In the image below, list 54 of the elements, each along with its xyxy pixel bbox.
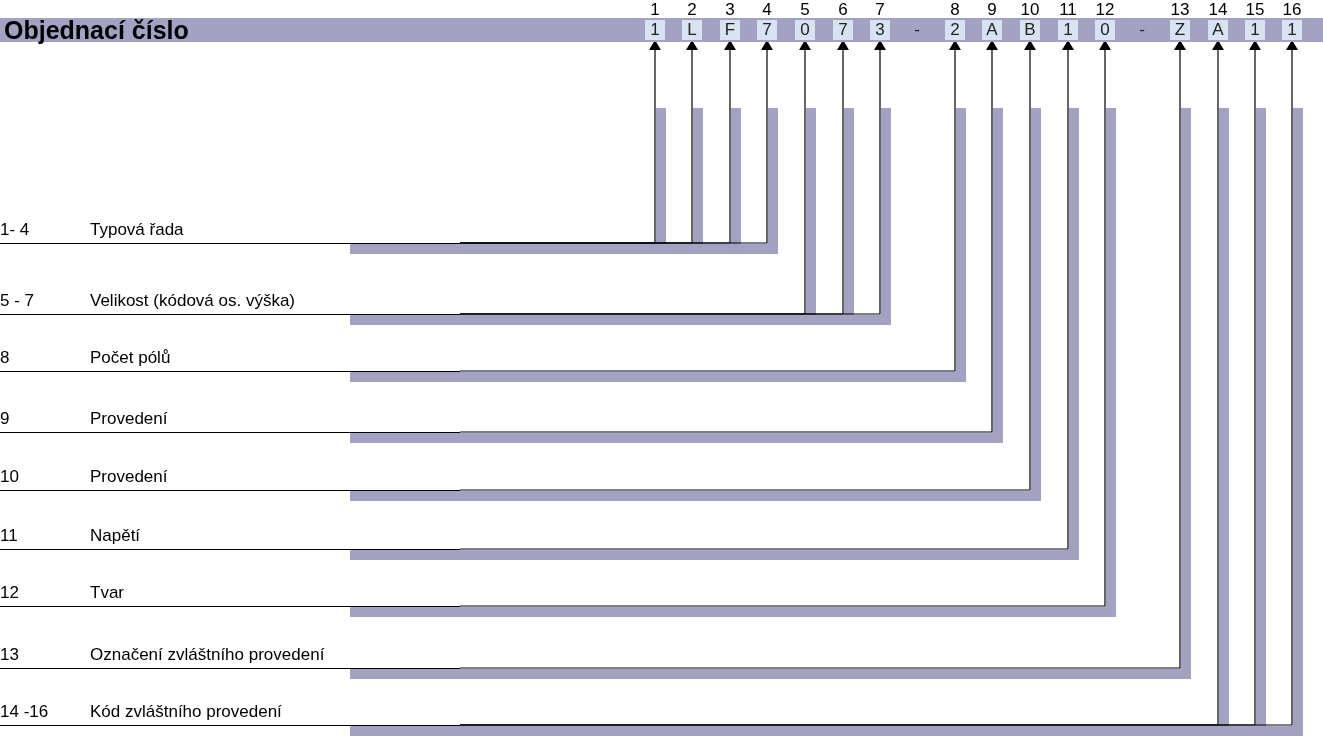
position-range: 10 — [0, 466, 19, 488]
position-number: 4 — [761, 1, 773, 19]
code-character: Z — [1170, 20, 1190, 40]
field-description: Napětí — [90, 525, 141, 547]
position-number: 9 — [986, 1, 998, 19]
position-range: 14 -16 — [0, 701, 49, 723]
code-character: A — [1208, 20, 1228, 40]
code-character: 1 — [1245, 20, 1265, 40]
position-number: 16 — [1281, 1, 1303, 19]
position-number: 10 — [1019, 1, 1041, 19]
position-number: 14 — [1207, 1, 1229, 19]
position-number: 2 — [686, 1, 698, 19]
position-range: 12 — [0, 582, 19, 604]
position-number: 6 — [837, 1, 849, 19]
code-character: 0 — [1095, 20, 1115, 40]
position-number: 5 — [799, 1, 811, 19]
diagram-title: Objednací číslo — [4, 18, 189, 42]
code-character: F — [720, 20, 740, 40]
position-number: 1 — [649, 1, 661, 19]
code-character: 7 — [833, 20, 853, 40]
field-description: Provedení — [90, 466, 168, 488]
code-character: 1 — [645, 20, 665, 40]
position-range: 5 - 7 — [0, 290, 35, 312]
field-row — [0, 347, 460, 372]
field-description: Označení zvláštního provedení — [90, 644, 325, 666]
code-character: 2 — [945, 20, 965, 40]
position-number: 7 — [874, 1, 886, 19]
field-description: Počet pólů — [90, 347, 171, 369]
field-description: Kód zvláštního provedení — [90, 701, 282, 723]
code-character: B — [1020, 20, 1040, 40]
position-number: 12 — [1094, 1, 1116, 19]
code-character: A — [982, 20, 1002, 40]
position-range: 8 — [0, 347, 10, 369]
position-number: 13 — [1169, 1, 1191, 19]
code-character: 3 — [870, 20, 890, 40]
code-character: L — [682, 20, 702, 40]
field-description: Tvar — [90, 582, 124, 604]
code-character: 0 — [795, 20, 815, 40]
code-character: 1 — [1282, 20, 1302, 40]
separator-dash: - — [913, 19, 921, 41]
field-description: Provedení — [90, 408, 168, 430]
separator-dash: - — [1138, 19, 1146, 41]
position-range: 9 — [0, 408, 10, 430]
field-description: Velikost (kódová os. výška) — [90, 290, 296, 312]
position-number: 15 — [1244, 1, 1266, 19]
position-range: 1- 4 — [0, 219, 30, 241]
position-number: 8 — [949, 1, 961, 19]
code-character: 1 — [1058, 20, 1078, 40]
code-character: 7 — [757, 20, 777, 40]
position-number: 3 — [724, 1, 736, 19]
field-description: Typová řada — [90, 219, 184, 241]
position-range: 13 — [0, 644, 19, 666]
position-range: 11 — [0, 525, 18, 547]
position-number: 11 — [1058, 1, 1078, 19]
